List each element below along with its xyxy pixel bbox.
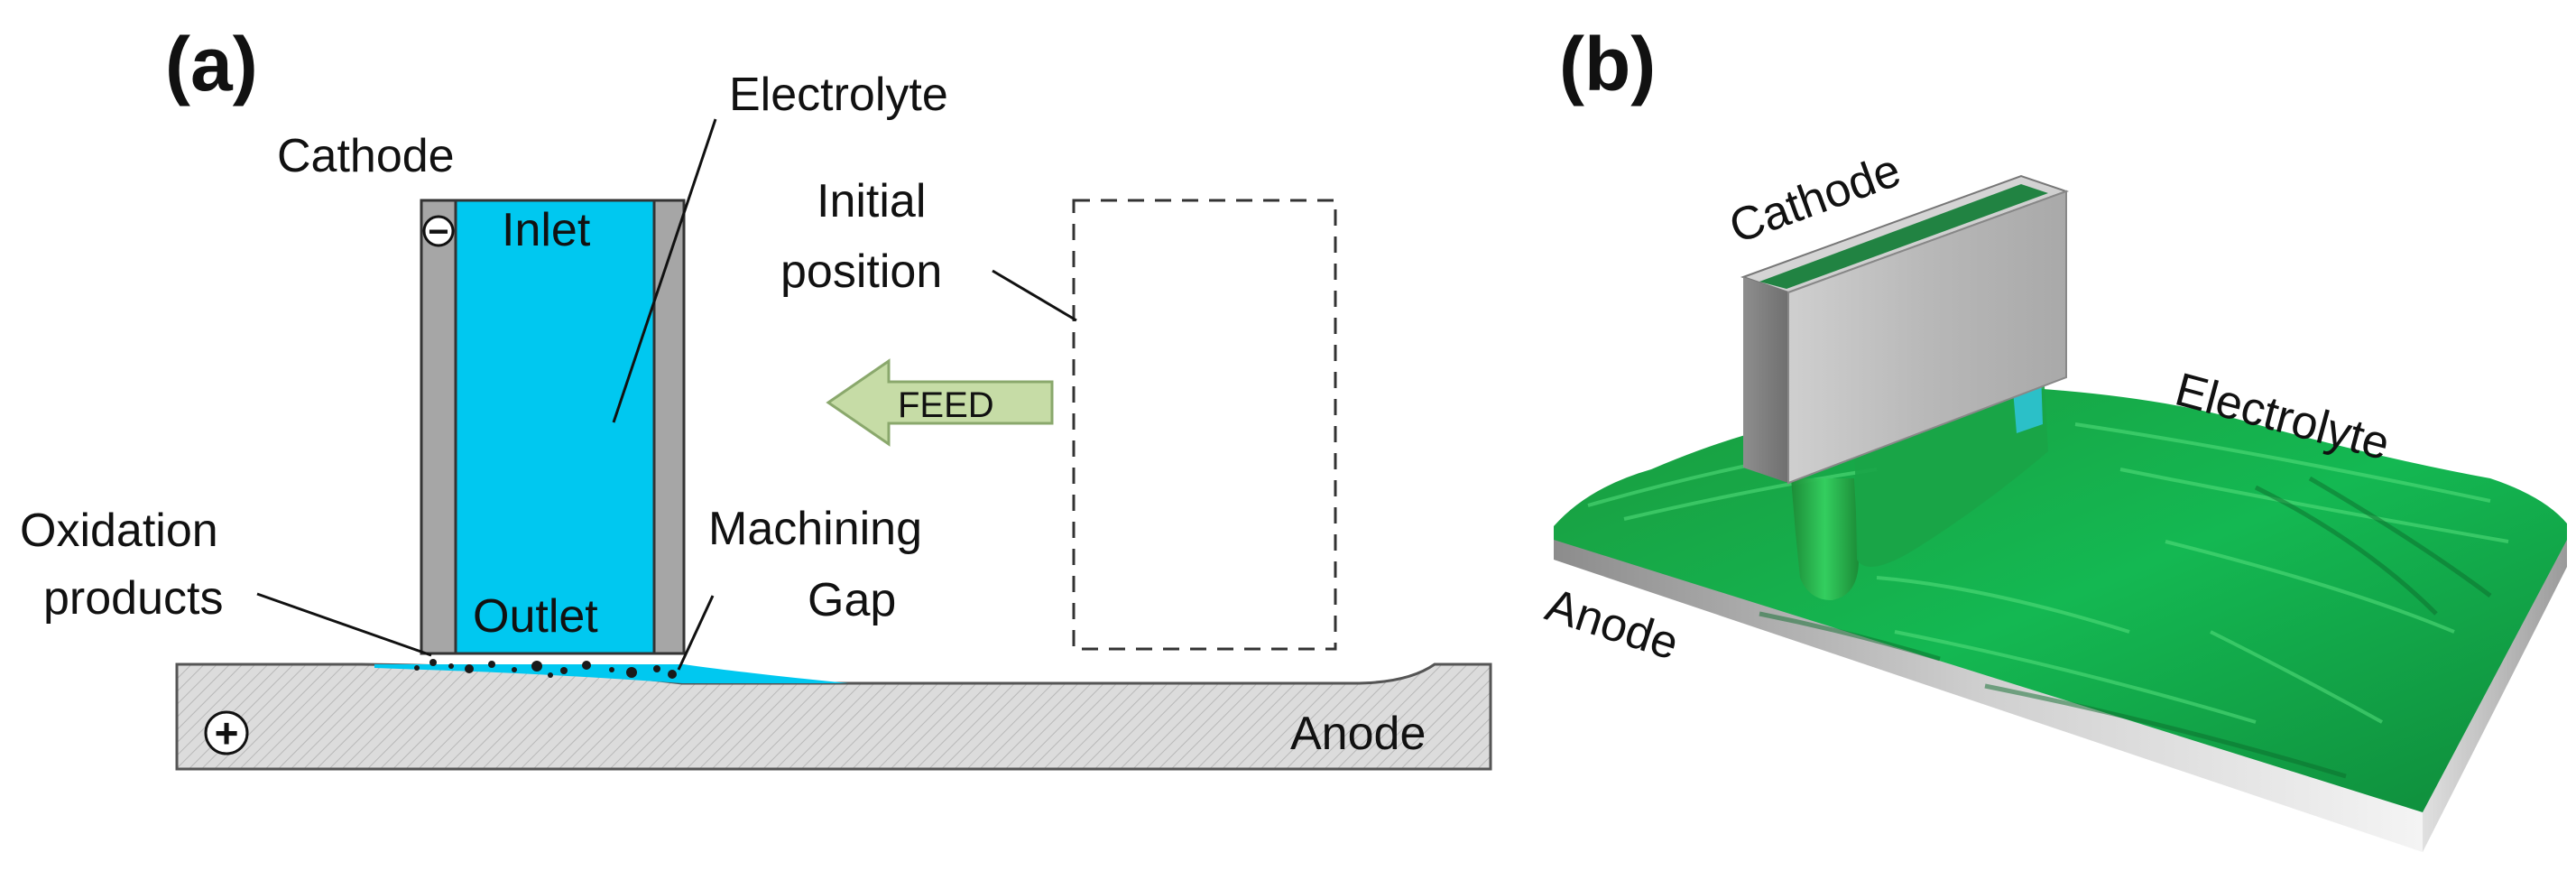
plus-symbol: + (215, 709, 239, 756)
cathode-slot (1759, 184, 2048, 289)
cathode-label-a: Cathode (277, 130, 455, 182)
electrolyte-label-a: Electrolyte (729, 69, 948, 121)
anode-plus-icon (204, 710, 249, 755)
anode-plate-right (2423, 535, 2567, 852)
inlet-label: Inlet (502, 204, 591, 256)
initial-position-line2: position (780, 246, 942, 298)
electrolyte-film (374, 664, 848, 683)
initial-position-leader (992, 269, 1077, 322)
machining-gap-line2: Gap (808, 574, 896, 626)
machining-gap-line1: Machining (708, 503, 922, 555)
feed-label: FEED (898, 385, 994, 425)
oxidation-label-line1: Oxidation (20, 505, 218, 557)
panel-a: (a) − (20, 22, 1492, 771)
cathode-tool-2d (420, 199, 686, 655)
initial-position-line1: Initial (817, 175, 926, 227)
electrolyte-jet (1791, 478, 1859, 600)
electrolyte-ripples (1587, 422, 2509, 724)
cathode-block-side (1787, 190, 2067, 485)
cathode-block-front (1743, 277, 1788, 483)
minus-symbol: − (428, 212, 448, 252)
feed-arrow (826, 358, 1054, 447)
oxidation-bubbles (414, 659, 677, 679)
cathode-minus-icon (422, 215, 455, 247)
electrolyte-dark-streaks (1759, 476, 2492, 779)
initial-position-box (1072, 199, 1337, 651)
electrolyte-leader (612, 118, 717, 423)
panel-a-tag: (a) (165, 22, 258, 107)
machining-gap-leader (677, 595, 715, 671)
panel-b: (b) Cat (1539, 22, 2567, 852)
oxidation-label-line2: products (43, 572, 223, 625)
anode-label-a: Anode (1290, 708, 1426, 760)
oxidation-leader (256, 592, 432, 657)
outlet-label: Outlet (473, 590, 598, 643)
panel-b-tag: (b) (1559, 22, 1656, 107)
